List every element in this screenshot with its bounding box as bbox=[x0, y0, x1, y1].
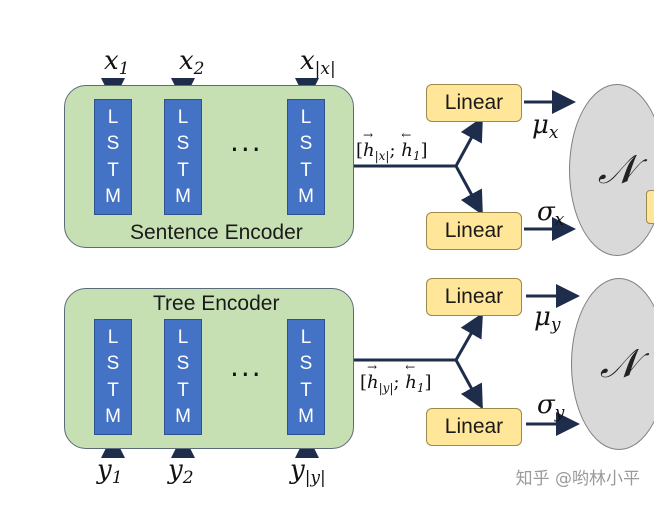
ellipsis-top: ··· bbox=[230, 133, 263, 166]
input-y2: y2 bbox=[168, 455, 194, 488]
ellipsis-bottom: ··· bbox=[230, 358, 263, 391]
mu-x: μx bbox=[532, 110, 559, 143]
sigma-y: σy bbox=[537, 390, 565, 423]
hidden-concat-bottom: [h|y|; h1] bbox=[360, 360, 432, 395]
linear-sigma-y: Linear bbox=[426, 408, 522, 446]
hidden-concat-top: [h|x|; h1] bbox=[356, 128, 428, 163]
mu-y: μy bbox=[534, 302, 561, 335]
clipped-box-right bbox=[646, 190, 654, 224]
sigma-x: σx bbox=[537, 197, 565, 230]
linear-mu-y: Linear bbox=[426, 278, 522, 316]
linear-mu-x: Linear bbox=[426, 84, 522, 122]
input-x-last: x|x| bbox=[300, 46, 336, 79]
gaussian-x: 𝒩 bbox=[569, 84, 654, 256]
sentence-encoder-title: Sentence Encoder bbox=[130, 221, 303, 244]
input-y-last: y|y| bbox=[290, 455, 326, 488]
input-x1: x1 bbox=[104, 46, 130, 79]
input-x2: x2 bbox=[179, 46, 205, 79]
tree-encoder-title: Tree Encoder bbox=[153, 292, 280, 315]
input-y1: y1 bbox=[97, 455, 123, 488]
linear-sigma-x: Linear bbox=[426, 212, 522, 250]
watermark: 知乎 @哟林小平 bbox=[515, 469, 640, 489]
gaussian-y: 𝒩 bbox=[571, 278, 654, 450]
